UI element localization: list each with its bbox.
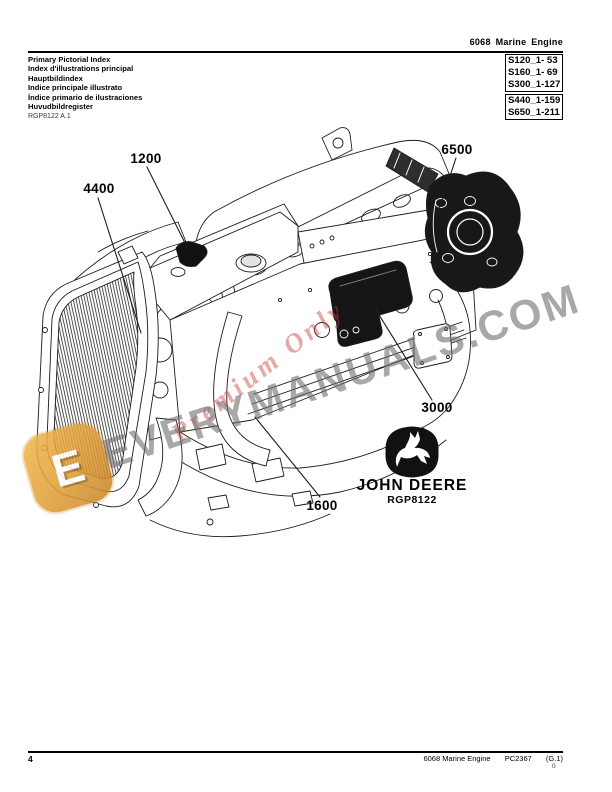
coolant-pipes: [137, 311, 331, 538]
oil-pan: [165, 427, 447, 511]
section-code: S440_1-159: [508, 95, 561, 106]
brand-wordmark: JOHN DEERE: [356, 477, 468, 494]
header-rule: [28, 51, 563, 53]
end-housing: [424, 171, 524, 293]
footer-catalog-number: PC2367: [504, 754, 532, 763]
index-title-en: Primary Pictorial Index: [28, 55, 111, 64]
index-title-de: Hauptbildindex: [28, 73, 83, 83]
starter-motor: [328, 260, 413, 347]
callout-1200: 1200: [130, 151, 162, 166]
index-title-list: Primary Pictorial Index Index d'illustra…: [28, 55, 142, 111]
section-code-panel: S120_1- 53 S160_1- 69 S300_1-127 S440_1-…: [505, 54, 563, 122]
section-code: S300_1-127: [508, 79, 561, 90]
footer-engine-model: 6068 Marine Engine: [423, 754, 491, 763]
footer-mark: 0: [552, 763, 556, 770]
callout-4400: 4400: [83, 181, 115, 196]
section-code-box-1: S120_1- 53 S160_1- 69 S300_1-127: [505, 54, 563, 92]
page-number: 4: [28, 754, 33, 764]
logo-figure-number: RGP8122: [387, 494, 437, 506]
footer-reference: 6068 Marine Engine PC2367 (G.1): [423, 754, 563, 763]
figure-reference: RGP8122 A.1: [28, 113, 71, 120]
footer-section-ref: (G.1): [545, 754, 563, 763]
section-code: S160_1- 69: [508, 67, 558, 78]
watermark-logo-letter: E: [46, 438, 90, 498]
index-title-sv: Huvudbildregister: [28, 102, 93, 112]
leader-lines: [97, 157, 457, 498]
page-title: 6068 Marine Engine: [469, 37, 563, 47]
index-title-es: Índice primario de ilustraciones: [28, 92, 143, 102]
footer-rule: [28, 751, 563, 753]
callout-6500: 6500: [441, 142, 473, 157]
callout-1600: 1600: [306, 498, 338, 513]
index-title-it: Indice principale illustrato: [28, 83, 123, 93]
callout-3000: 3000: [421, 400, 453, 415]
john-deere-logo-icon: [385, 426, 439, 478]
section-code: S650_1-211: [508, 107, 560, 118]
section-code-box-2: S440_1-159 S650_1-211: [505, 94, 563, 120]
section-code: S120_1- 53: [508, 55, 558, 66]
turbo-pipe: [385, 147, 439, 193]
index-title-fr: Index d'illustrations principal: [28, 64, 134, 74]
